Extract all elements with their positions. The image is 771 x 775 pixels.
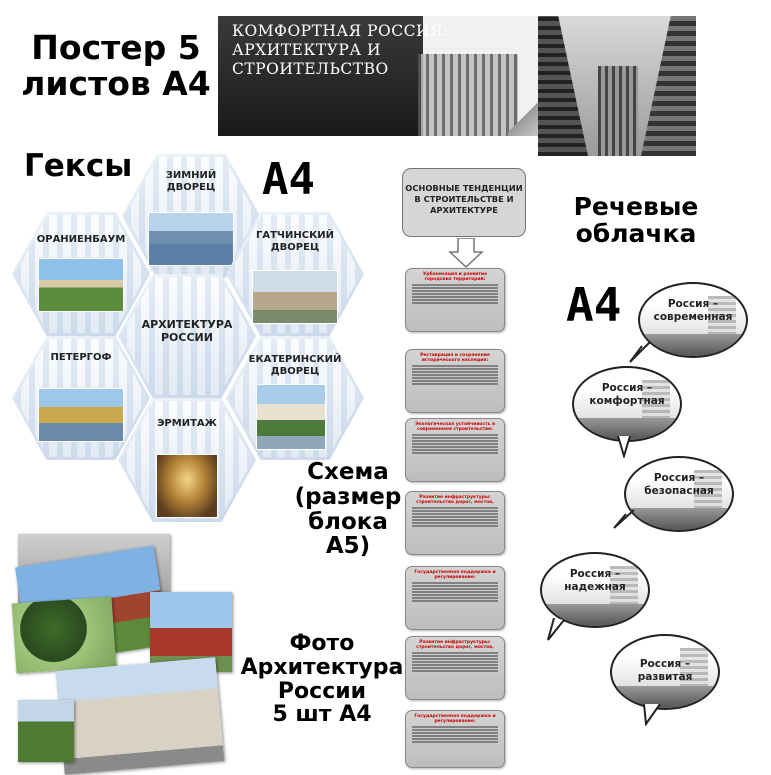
hex-label-line: ЕКАТЕРИНСКИЙ bbox=[248, 354, 342, 365]
skyscrapers-photo bbox=[538, 16, 696, 156]
hex-label-line: ДВОРЕЦ bbox=[166, 182, 216, 193]
speech-bubble: Россия – комфортная bbox=[572, 366, 682, 442]
hex-label: ЕКАТЕРИНСКИЙ ДВОРЕЦ bbox=[226, 354, 364, 378]
speech-bubble: Россия – развитая bbox=[610, 634, 720, 710]
photo-tree bbox=[11, 596, 117, 674]
scheme-block-title: Государственная поддержка и регулировани… bbox=[414, 714, 496, 724]
peterhof-photo bbox=[38, 388, 124, 442]
speech-bubble: Россия – безопасная bbox=[624, 456, 734, 532]
scheme-block: Государственная поддержка и регулировани… bbox=[405, 566, 505, 630]
bubbles-size: А4 bbox=[566, 278, 622, 332]
scheme-caption-line: (размер bbox=[294, 483, 402, 510]
hex-label-line: ПЕТЕРГОФ bbox=[50, 352, 112, 363]
scheme-block: Развитие инфраструктуры: строительство д… bbox=[405, 491, 505, 555]
hex-label-line: ЭРМИТАЖ bbox=[157, 418, 217, 429]
banner-line: СТРОИТЕЛЬСТВО bbox=[232, 59, 389, 78]
hex-section-title: Гексы bbox=[24, 148, 133, 184]
scheme-caption-line: Схема bbox=[307, 459, 389, 485]
photos-caption-line: Фото bbox=[289, 631, 355, 656]
bubble-tail bbox=[617, 436, 631, 458]
scheme-header-line: АРХИТЕКТУРЕ bbox=[430, 205, 498, 216]
bubble-text-line: безопасная bbox=[644, 485, 714, 498]
photos-caption: Фото Архитектура России 5 шт А4 bbox=[232, 632, 412, 727]
bubble-text-line: Россия – bbox=[569, 568, 621, 580]
hex-label: ОРАНИЕНБАУМ bbox=[12, 234, 150, 246]
hex-label: ГАТЧИНСКИЙ ДВОРЕЦ bbox=[226, 230, 364, 254]
catherine-palace-photo bbox=[256, 384, 326, 450]
hermitage-photo bbox=[156, 454, 218, 518]
scheme-block: Экологическая устойчивость в современном… bbox=[405, 418, 505, 482]
photos-caption-line: Архитектура bbox=[240, 654, 404, 680]
hex-label: АРХИТЕКТУРА РОССИИ bbox=[118, 318, 256, 344]
bubbles-title: Речевые облачка bbox=[556, 193, 716, 247]
winter-palace-photo bbox=[148, 212, 234, 266]
scheme-block-title: Развитие инфраструктуры: строительство д… bbox=[416, 495, 494, 505]
poster-title-line: Постер 5 bbox=[31, 28, 201, 67]
scheme-caption-line: блока bbox=[308, 508, 388, 535]
hex-label: ЗИМНИЙ ДВОРЕЦ bbox=[122, 170, 260, 194]
hex-label-line: ДВОРЕЦ bbox=[270, 242, 320, 253]
hex-label-line: ЗИМНИЙ bbox=[165, 170, 217, 181]
bubble-text-line: Россия – bbox=[639, 658, 691, 670]
bubble-tail bbox=[643, 704, 661, 726]
scheme-block: Государственная поддержка и регулировани… bbox=[405, 710, 505, 768]
hex-label-line: ГАТЧИНСКИЙ bbox=[255, 230, 334, 241]
bubble-text-line: развитая bbox=[637, 671, 693, 684]
banner-line: АРХИТЕКТУРА И bbox=[232, 40, 382, 59]
down-arrow-icon bbox=[448, 238, 484, 268]
scheme-block-title: Развитие инфраструктуры: строительство д… bbox=[416, 640, 494, 650]
photo-cathedral bbox=[55, 657, 225, 775]
bubble-text-line: надежная bbox=[564, 581, 626, 594]
bubble-tail bbox=[613, 509, 635, 529]
scheme-caption: Схема (размер блока А5) bbox=[286, 460, 410, 559]
bubble-text-line: комфортная bbox=[589, 395, 665, 408]
scheme-block-title: Государственная поддержка и регулировани… bbox=[414, 570, 496, 580]
scheme-header-line: ОСНОВНЫЕ ТЕНДЕНЦИИ bbox=[405, 183, 523, 193]
hex-tile: ЕКАТЕРИНСКИЙ ДВОРЕЦ bbox=[226, 336, 364, 460]
bubble-text-line: Россия – bbox=[653, 472, 705, 484]
photos-caption-line: России bbox=[277, 678, 367, 704]
banner-text: КОМФОРТНАЯ РОССИЯ: АРХИТЕКТУРА И СТРОИТЕ… bbox=[232, 22, 449, 79]
speech-bubble: Россия – современная bbox=[638, 282, 748, 358]
gatchina-palace-photo bbox=[252, 270, 338, 324]
speech-bubble: Россия – надежная bbox=[540, 552, 650, 628]
hex-label-line: ОРАНИЕНБАУМ bbox=[36, 234, 126, 245]
bubble-text-line: современная bbox=[653, 311, 733, 324]
scheme-block: Реставрация и сохранение исторического н… bbox=[405, 349, 505, 413]
scheme-block-title: Экологическая устойчивость в современном… bbox=[415, 422, 495, 432]
hex-tile: ЗИМНИЙ ДВОРЕЦ bbox=[122, 154, 260, 278]
scheme-header-line: В СТРОИТЕЛЬСТВЕ И bbox=[414, 194, 514, 205]
oranienbaum-photo bbox=[38, 258, 124, 312]
scheme-header: ОСНОВНЫЕ ТЕНДЕНЦИИ В СТРОИТЕЛЬСТВЕ И АРХ… bbox=[402, 168, 526, 237]
banner-line: КОМФОРТНАЯ РОССИЯ: bbox=[232, 22, 449, 40]
scheme-caption-line: А5) bbox=[325, 533, 371, 560]
hex-label-line: ДВОРЕЦ bbox=[270, 366, 320, 377]
poster-title-line: листов А4 bbox=[21, 63, 211, 103]
scheme-block: Урбанизация и развитие городских террито… bbox=[405, 268, 505, 332]
hex-label: ЭРМИТАЖ bbox=[118, 418, 256, 430]
hex-label: ПЕТЕРГОФ bbox=[12, 352, 150, 364]
hex-section-size: А4 bbox=[262, 154, 315, 205]
bubble-tail bbox=[547, 618, 565, 641]
bubbles-title-line: облачка bbox=[575, 219, 697, 248]
scheme-block: Развитие инфраструктуры: строительство д… bbox=[405, 636, 505, 700]
bubbles-title-line: Речевые bbox=[573, 192, 699, 221]
poster-title: Постер 5 листов А4 bbox=[14, 30, 218, 101]
photos-caption-line: 5 шт А4 bbox=[272, 702, 372, 728]
photo-green-trees bbox=[18, 700, 74, 762]
hex-label-line: РОССИИ bbox=[161, 331, 213, 345]
scheme-block-title: Реставрация и сохранение исторического н… bbox=[420, 353, 490, 363]
bubble-text-line: Россия – bbox=[601, 382, 653, 394]
bubble-tail bbox=[629, 341, 651, 363]
hex-label-line: АРХИТЕКТУРА bbox=[141, 318, 233, 331]
bubble-text-line: Россия – bbox=[667, 298, 719, 310]
scheme-block-title: Урбанизация и развитие городских террито… bbox=[422, 272, 488, 282]
